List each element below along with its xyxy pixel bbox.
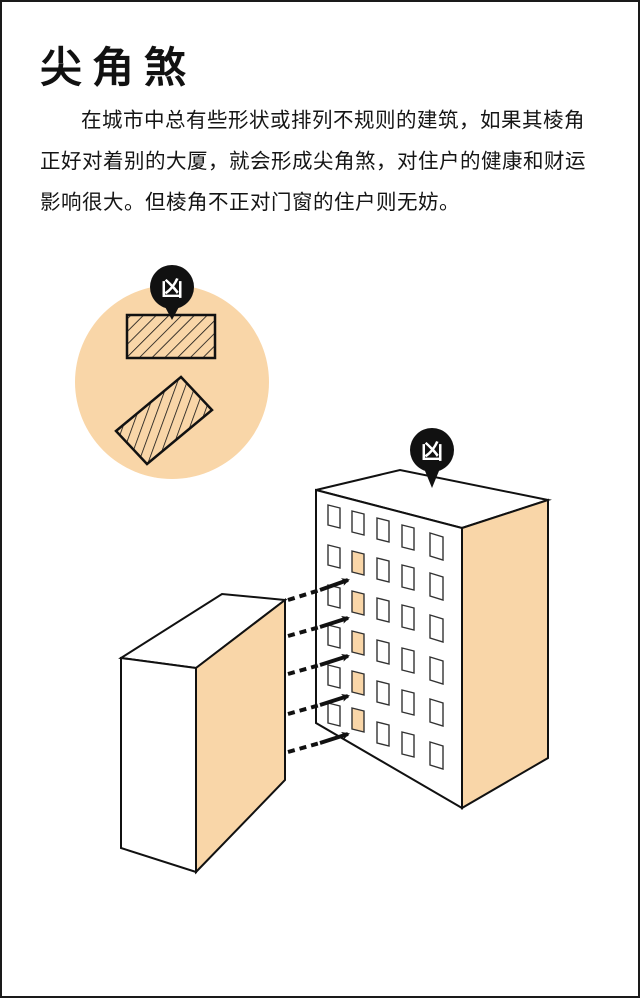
corner-building-top [114,375,214,466]
target-building-top [125,313,217,360]
corner-building [118,592,288,875]
arrow [287,654,350,676]
tower-side-face [461,498,549,810]
page-title: 尖角煞 [40,43,197,92]
corner-building-side [195,597,286,875]
arrow [287,732,350,754]
marker-glyph: 凶 [161,277,183,302]
bad-omen-marker-icon: 凶 [410,428,454,488]
inset-top-view: 凶 [75,265,269,479]
marker-glyph: 凶 [421,440,443,465]
tower-block: 凶 [315,428,552,810]
corner-building-front [120,656,197,874]
bad-omen-marker-icon: 凶 [150,265,194,320]
body-paragraph: 在城市中总有些形状或排列不规则的建筑，如果其棱角正好对着别的大厦，就会形成尖角煞… [40,108,586,214]
sha-arrows [287,578,350,754]
arrow [287,616,350,638]
arrow [287,578,350,602]
arrow [287,694,350,716]
window-grid [327,504,444,770]
